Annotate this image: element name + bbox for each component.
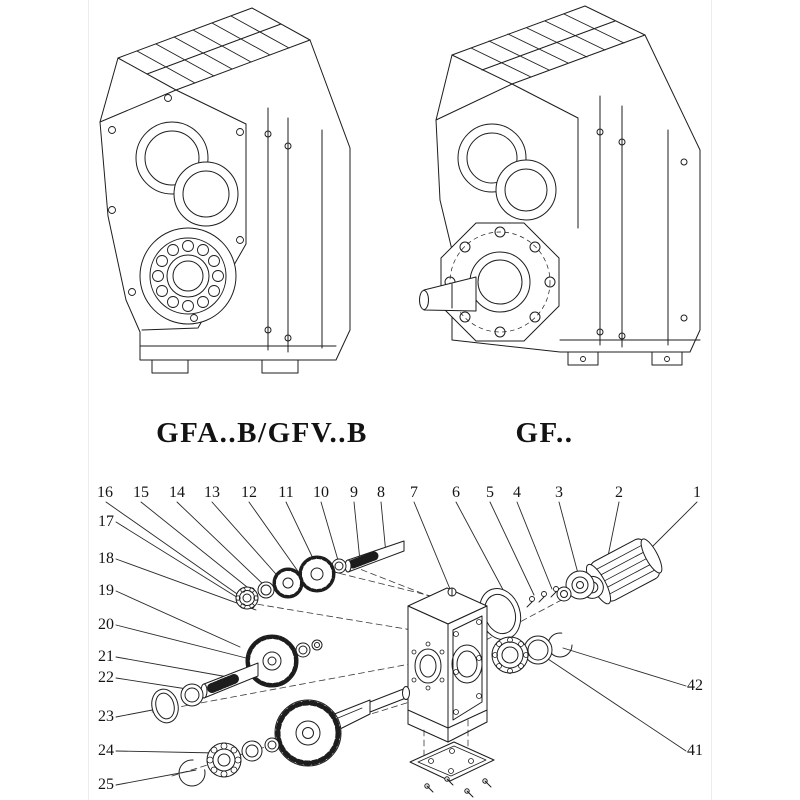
right-frame-line — [711, 0, 712, 800]
part-number-22: 22 — [98, 669, 114, 686]
part-motor-input-unit — [580, 538, 663, 605]
gearbox-drawing-flange-mounted — [419, 5, 701, 366]
part-number-4: 4 — [513, 484, 521, 501]
part-mounting-plate — [409, 741, 495, 782]
part-number-23: 23 — [98, 708, 114, 725]
part-number-12: 12 — [241, 484, 257, 501]
part-number-11: 11 — [278, 484, 294, 501]
part-foundation-bolts — [424, 776, 492, 798]
part-adapter-flange — [565, 570, 595, 600]
part-number-20: 20 — [98, 616, 114, 633]
part-number-42: 42 — [687, 677, 703, 694]
part-number-10: 10 — [313, 484, 329, 501]
output-shaft — [419, 276, 477, 312]
output-flange — [440, 222, 560, 342]
intermediate-shaft-assembly — [151, 634, 323, 724]
gearbox-drawing-shaft-mounted — [99, 7, 351, 374]
part-number-1: 1 — [693, 484, 701, 501]
part-number-24: 24 — [98, 742, 114, 759]
part-number-9: 9 — [350, 484, 358, 501]
model-label-shaft-mounted: GFA..B/GFV..B — [156, 417, 368, 449]
model-label-flange-mounted: GF.. — [515, 417, 574, 449]
cooling-ribs — [136, 15, 290, 84]
part-number-7: 7 — [410, 484, 418, 501]
part-spacer-ring — [523, 635, 553, 665]
part-gear-housing — [407, 587, 488, 743]
input-bores — [135, 121, 239, 227]
part-coupling — [556, 586, 572, 602]
part-number-25: 25 — [98, 776, 114, 793]
part-number-21: 21 — [98, 648, 114, 665]
part-number-15: 15 — [133, 484, 149, 501]
side-rails — [596, 95, 688, 348]
part-number-14: 14 — [169, 484, 185, 501]
side-rails — [264, 107, 323, 353]
part-number-8: 8 — [377, 484, 385, 501]
input-bores — [457, 123, 557, 221]
exploded-view-diagram — [105, 501, 698, 798]
left-frame-line — [88, 0, 89, 800]
part-number-17: 17 — [98, 513, 114, 530]
output-shaft-assembly — [178, 686, 410, 787]
part-number-18: 18 — [98, 550, 114, 567]
part-fastener-bolts — [526, 586, 559, 608]
part-number-6: 6 — [452, 484, 460, 501]
part-number-2: 2 — [615, 484, 623, 501]
part-number-19: 19 — [98, 582, 114, 599]
part-number-5: 5 — [486, 484, 494, 501]
cooling-ribs — [470, 13, 625, 78]
part-number-16: 16 — [97, 484, 113, 501]
hollow-shaft-bearing — [139, 227, 237, 325]
housing-screws — [108, 94, 244, 322]
part-ball-bearing-right — [491, 636, 529, 674]
input-shaft-assembly — [235, 540, 405, 610]
part-number-41: 41 — [687, 742, 703, 759]
part-number-13: 13 — [204, 484, 220, 501]
part-number-3: 3 — [555, 484, 563, 501]
